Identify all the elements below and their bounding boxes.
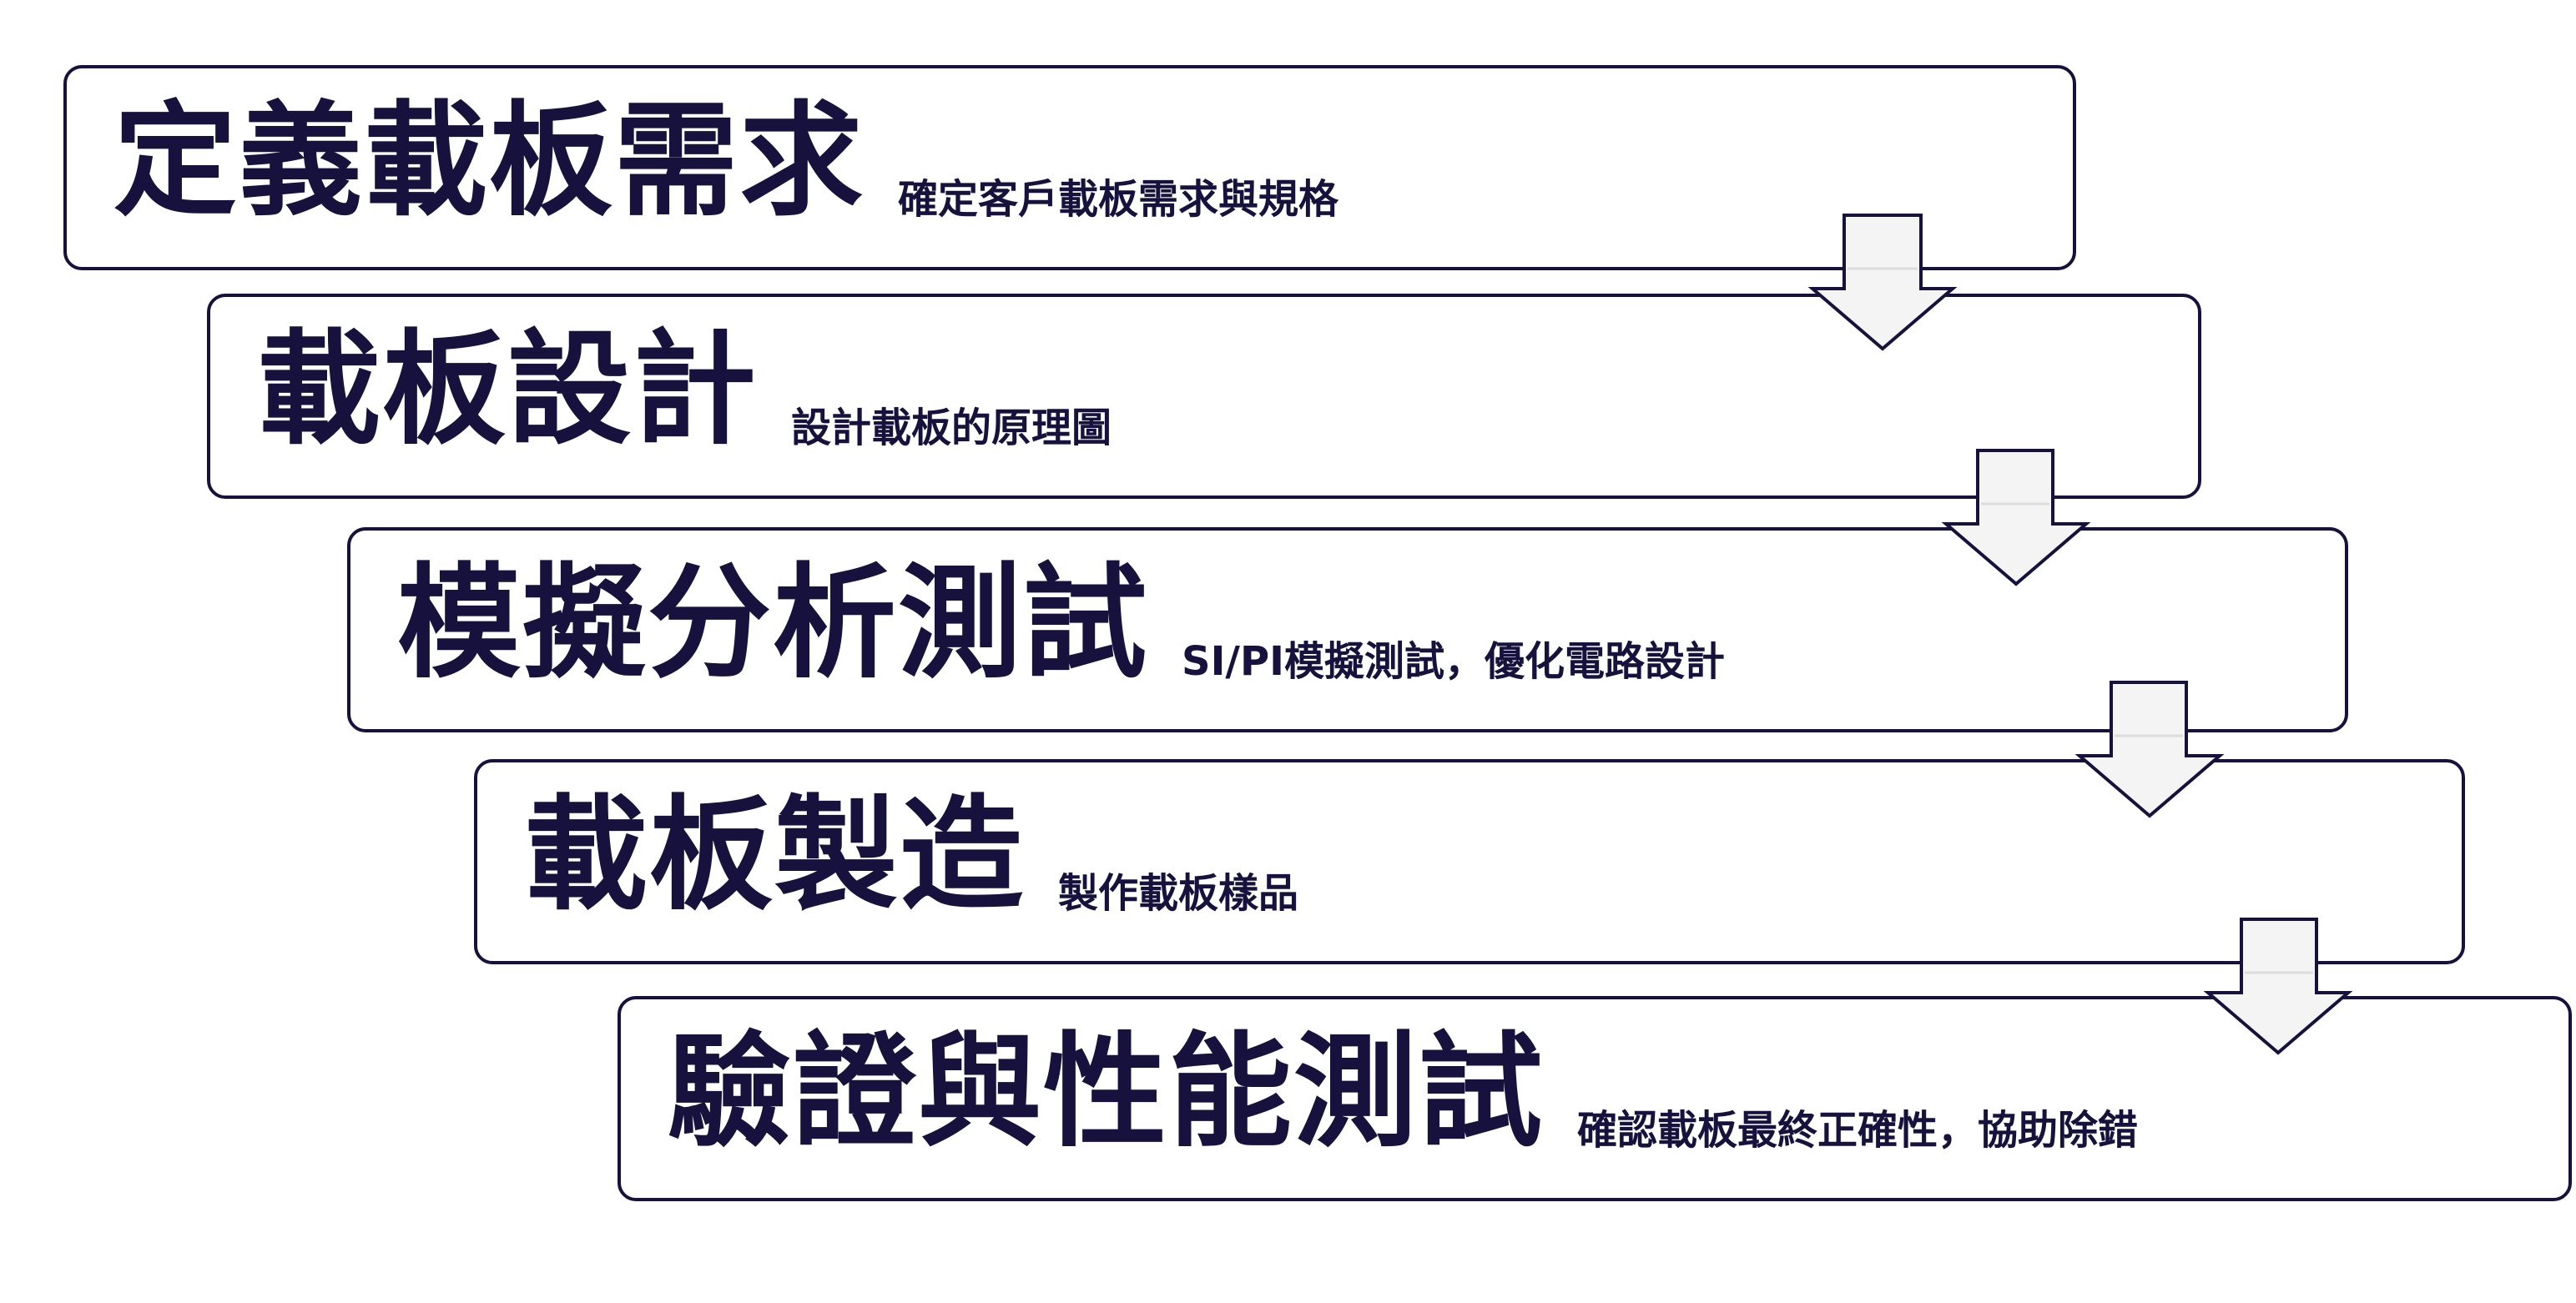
step-box-define-requirements: 定義載板需求 確定客戶載板需求與規格	[63, 65, 2076, 270]
step-description: SI/PI模擬測試，優化電路設計	[1182, 638, 1726, 685]
step-description: 確認載板最終正確性，協助除錯	[1577, 1107, 2139, 1154]
step-title: 載板設計	[257, 318, 758, 461]
step-description: 製作載板樣品	[1058, 870, 1299, 917]
step-title: 模擬分析測試	[397, 551, 1148, 695]
step-box-verification-testing: 驗證與性能測試 確認載板最終正確性，協助除錯	[618, 996, 2572, 1201]
step-title: 定義載板需求	[113, 89, 865, 233]
step-box-board-design: 載板設計 設計載板的原理圖	[207, 294, 2201, 499]
step-title: 驗證與性能測試	[668, 1020, 1544, 1164]
step-box-simulation-analysis: 模擬分析測試 SI/PI模擬測試，優化電路設計	[347, 527, 2348, 732]
step-box-board-manufacturing: 載板製造 製作載板樣品	[474, 759, 2465, 964]
step-description: 確定客戶載板需求與規格	[898, 176, 1339, 223]
step-title: 載板製造	[524, 783, 1025, 927]
step-description: 設計載板的原理圖	[791, 405, 1112, 451]
